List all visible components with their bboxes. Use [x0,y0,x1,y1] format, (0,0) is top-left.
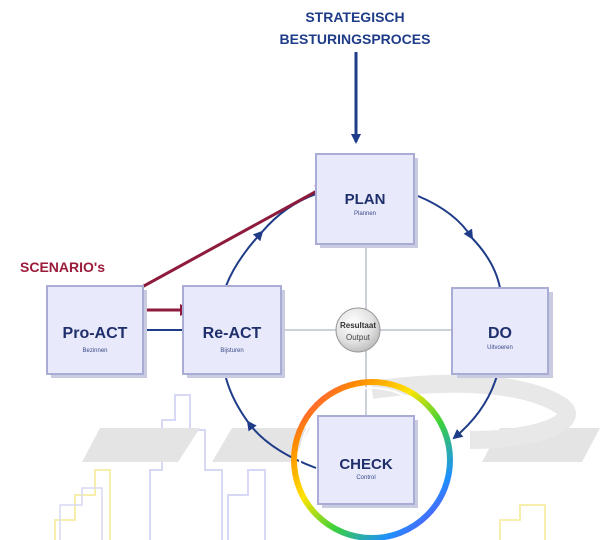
background-decoration [54,374,600,540]
node-proact-subtitle: Bezinnen [82,348,107,354]
node-check-title: CHECK [339,456,393,473]
node-do-subtitle: Uitvoeren [487,345,513,351]
node-check: CHECK Control [317,415,418,508]
header-title-line1: STRATEGISCH [305,9,404,25]
center-result-title: Resultaat [340,321,376,330]
node-check-subtitle: Control [356,475,375,481]
arc-do-to-check [452,371,499,440]
header-title-line2: BESTURINGSPROCES [280,31,431,47]
node-plan: PLAN Plannen [315,153,418,248]
arc-react-to-plan [225,230,264,287]
center-result: Resultaat Output [335,307,381,353]
node-react-subtitle: Bijsturen [220,348,243,354]
node-plan-subtitle: Plannen [354,211,376,217]
scenario-label: SCENARIO's [20,259,105,275]
node-react: Re-ACT Bijsturen [182,285,285,378]
node-react-title: Re-ACT [203,325,262,342]
node-proact-title: Pro-ACT [63,325,128,342]
node-do-title: DO [488,325,512,342]
center-result-subtitle: Output [346,333,371,342]
node-plan-title: PLAN [345,191,386,208]
node-do: DO Uitvoeren [451,287,553,378]
scenario-arrow-to-plan [121,184,328,300]
arc-check-to-react [246,420,317,469]
highlight-ring [291,379,453,540]
arc-plan-to-do [417,195,474,240]
node-proact: Pro-ACT Bezinnen [46,285,147,378]
